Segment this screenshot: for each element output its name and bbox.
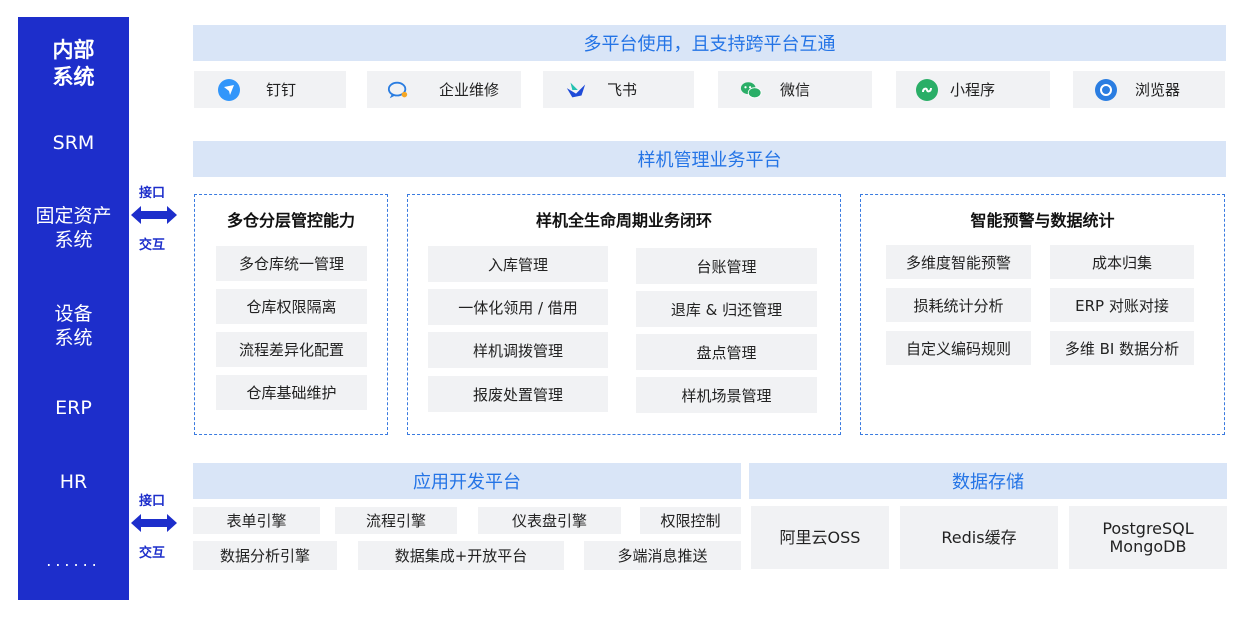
feature-chip: 报废处置管理 [428, 376, 608, 412]
feature-chip: 多维 BI 数据分析 [1050, 331, 1194, 365]
feature-chip: 流程差异化配置 [216, 332, 367, 367]
wechat-icon [740, 79, 762, 101]
sidebar-item-srm: SRM [52, 132, 95, 154]
app-chip-enterprise-repair: 企业维修 [367, 71, 521, 108]
sidebar-item-fixed-assets: 固定资产 系统 [35, 205, 112, 251]
feature-chip: 台账管理 [636, 248, 817, 284]
feature-chip: 多仓库统一管理 [216, 246, 367, 281]
app-label: 企业维修 [439, 81, 500, 99]
feature-chip: 退库 & 归还管理 [636, 291, 817, 327]
feature-chip: 盘点管理 [636, 334, 817, 370]
app-label: 小程序 [950, 81, 996, 99]
sidebar-item-erp: ERP [55, 397, 92, 419]
panel-title: 智能预警与数据统计 [970, 211, 1115, 230]
app-label: 钉钉 [266, 81, 297, 99]
feature-chip: 一体化领用 / 借用 [428, 289, 608, 325]
feature-chip: 成本归集 [1050, 245, 1194, 279]
connector-top-label: 接口 [138, 186, 165, 201]
app-chip-dingtalk: 钉钉 [194, 71, 346, 108]
engine-chip: 数据分析引擎 [193, 541, 337, 570]
feature-chip: 仓库权限隔离 [216, 289, 367, 324]
feature-chip: 样机调拨管理 [428, 332, 608, 368]
engine-chip: 多端消息推送 [584, 541, 741, 570]
app-chip-browser: 浏览器 [1073, 71, 1225, 108]
app-chip-feishu: 飞书 [543, 71, 694, 108]
connector-bottom-label: 交互 [138, 546, 165, 561]
app-dev-platform-banner: 应用开发平台 [193, 463, 741, 499]
dingtalk-icon [218, 78, 240, 101]
internal-systems-sidebar: 内部 系统 SRM 固定资产 系统 设备 系统 ERP HR ...... [18, 17, 129, 600]
feature-chip: 入库管理 [428, 246, 608, 282]
engine-chip: 仪表盘引擎 [478, 507, 621, 534]
storage-chip-databases: PostgreSQL MongoDB [1069, 506, 1227, 569]
panel-title: 样机全生命周期业务闭环 [535, 211, 712, 230]
storage-chip-oss: 阿里云OSS [751, 506, 889, 569]
feature-chip: ERP 对账对接 [1050, 288, 1194, 322]
browser-icon [1095, 78, 1117, 101]
storage-chip-redis: Redis缓存 [900, 506, 1058, 569]
feature-chip: 样机场景管理 [636, 377, 817, 413]
lifecycle-panel: 样机全生命周期业务闭环 入库管理 一体化领用 / 借用 样机调拨管理 报废处置管… [407, 194, 841, 435]
analytics-panel: 智能预警与数据统计 多维度智能预警 损耗统计分析 自定义编码规则 成本归集 ER… [860, 194, 1225, 435]
engine-chip: 权限控制 [640, 507, 741, 534]
double-arrow-icon [131, 206, 177, 224]
chat-bubble-icon [387, 79, 409, 101]
sidebar-item-hr: HR [59, 471, 88, 493]
panel-title: 多仓分层管控能力 [226, 211, 355, 230]
multi-platform-banner: 多平台使用，且支持跨平台互通 [193, 25, 1226, 61]
app-label: 微信 [780, 81, 811, 99]
feature-chip: 自定义编码规则 [886, 331, 1031, 365]
warehouse-control-panel: 多仓分层管控能力 多仓库统一管理 仓库权限隔离 流程差异化配置 仓库基础维护 [194, 194, 388, 435]
app-chip-wechat: 微信 [718, 71, 872, 108]
feature-chip: 损耗统计分析 [886, 288, 1031, 322]
feature-chip: 多维度智能预警 [886, 245, 1031, 279]
data-storage-banner: 数据存储 [749, 463, 1227, 499]
engine-chip: 流程引擎 [335, 507, 457, 534]
sidebar-item-equipment: 设备 系统 [54, 303, 93, 349]
sample-management-platform-banner: 样机管理业务平台 [193, 141, 1226, 177]
mini-program-icon [916, 78, 938, 101]
engine-chip: 数据集成+开放平台 [358, 541, 564, 570]
connector-top-label: 接口 [138, 494, 165, 509]
double-arrow-icon [131, 514, 177, 532]
feishu-icon [565, 79, 587, 101]
app-label: 飞书 [607, 81, 638, 99]
feature-chip: 仓库基础维护 [216, 375, 367, 410]
app-chip-mini-program: 小程序 [896, 71, 1050, 108]
sidebar-item-more: ...... [46, 551, 101, 570]
connector-bottom-label: 交互 [138, 238, 165, 253]
sidebar-title: 内部 系统 [52, 38, 95, 89]
engine-chip: 表单引擎 [193, 507, 320, 534]
app-label: 浏览器 [1135, 81, 1181, 99]
